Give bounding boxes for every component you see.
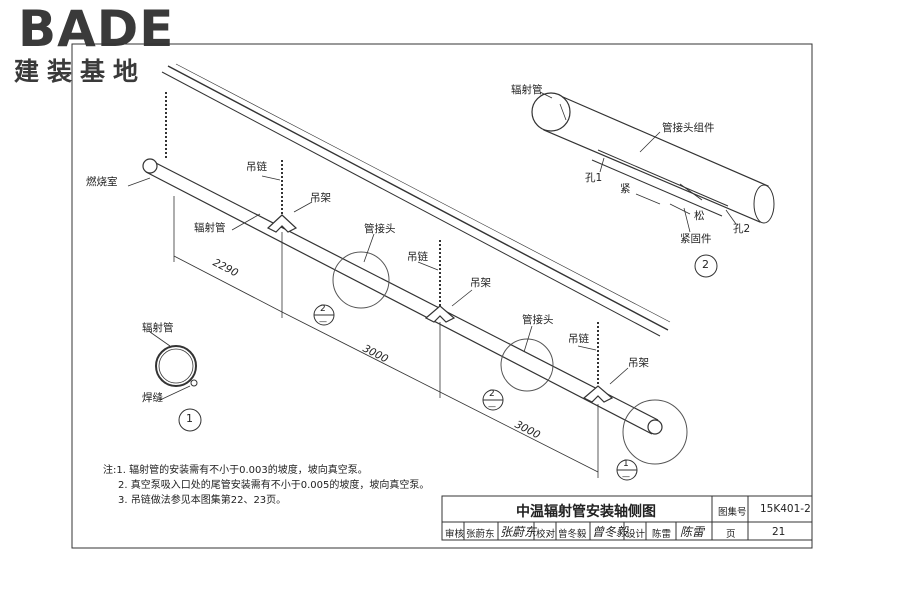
marker-2a-number: 2 xyxy=(320,304,326,314)
label-hanger-2: 吊架 xyxy=(470,277,491,289)
ceiling-rail xyxy=(161,63,671,337)
designer-signature: 陈雷 xyxy=(680,525,705,539)
detail2-label-joint-assembly: 管接头组件 xyxy=(662,122,715,134)
marker-1-number: 1 xyxy=(623,459,629,469)
detail2-label-tube: 辐射管 xyxy=(511,84,543,96)
note-3: 3. 吊链做法参见本图集第22、23页。 xyxy=(118,495,287,506)
label-hanger-1: 吊架 xyxy=(310,192,331,204)
page-label: 页 xyxy=(726,529,736,540)
review-label: 审核 xyxy=(445,529,465,540)
title-block-frame xyxy=(441,495,813,541)
label-joint-2: 管接头 xyxy=(522,314,554,326)
reviewer-signature: 张蔚东 xyxy=(500,525,537,539)
detail1-number: 1 xyxy=(186,412,193,425)
sheet-border xyxy=(71,43,813,549)
detail1-label-tube: 辐射管 xyxy=(142,322,174,334)
section-markers xyxy=(313,304,638,481)
dimension-lines xyxy=(173,196,599,478)
note-2: 2. 真空泵吸入口处的尾管安装需有不小于0.005的坡度，坡向真空泵。 xyxy=(118,480,430,491)
design-label: 设计 xyxy=(626,529,646,540)
marker-1-sheet: — xyxy=(622,472,630,481)
detail1-ring xyxy=(149,331,202,432)
detail2-joint xyxy=(531,91,775,278)
leader-lines xyxy=(127,175,629,385)
drawing-title: 中温辐射管安装轴侧图 xyxy=(516,504,656,520)
reviewer-name: 张蔚东 xyxy=(466,529,495,540)
page-number: 21 xyxy=(772,526,786,538)
detail2-label-fastener: 紧固件 xyxy=(680,233,712,245)
logo-subtitle: 建装基地 xyxy=(14,57,147,86)
detail1-label-weld: 焊缝 xyxy=(142,392,163,404)
note-1: 注:1. 辐射管的安装需有不小于0.003的坡度，坡向真空泵。 xyxy=(103,465,368,476)
label-chain-2: 吊链 xyxy=(407,251,428,263)
detail2-label-loosen: 松 xyxy=(694,210,705,222)
joint-circles xyxy=(332,251,688,465)
marker-2b-number: 2 xyxy=(489,389,495,399)
hanging-chains xyxy=(165,92,599,385)
detail2-label-hole2: 孔2 xyxy=(733,223,751,235)
label-joint-1: 管接头 xyxy=(364,223,396,235)
atlas-no: 15K401-2 xyxy=(760,503,811,515)
marker-2b-sheet: — xyxy=(488,402,496,411)
detail2-number: 2 xyxy=(702,258,709,271)
label-radiant-tube: 辐射管 xyxy=(194,222,226,234)
detail2-label-tighten: 紧 xyxy=(620,183,631,195)
label-chain-3: 吊链 xyxy=(568,333,589,345)
label-burner: 燃烧室 xyxy=(86,176,118,188)
label-hanger-3: 吊架 xyxy=(628,357,649,369)
logo-wordmark: BADE xyxy=(18,0,175,58)
check-label: 校对 xyxy=(536,529,556,540)
checker-signature: 曾冬毅 xyxy=(592,525,629,539)
atlas-no-label: 图集号 xyxy=(718,507,747,518)
checker-name: 曾冬毅 xyxy=(558,529,587,540)
marker-2a-sheet: — xyxy=(319,317,327,326)
designer-name: 陈雷 xyxy=(652,529,672,540)
label-chain-1: 吊链 xyxy=(246,161,267,173)
detail2-label-hole1: 孔1 xyxy=(585,172,603,184)
hanger-brackets xyxy=(266,214,614,403)
main-radiant-tube xyxy=(142,158,663,435)
